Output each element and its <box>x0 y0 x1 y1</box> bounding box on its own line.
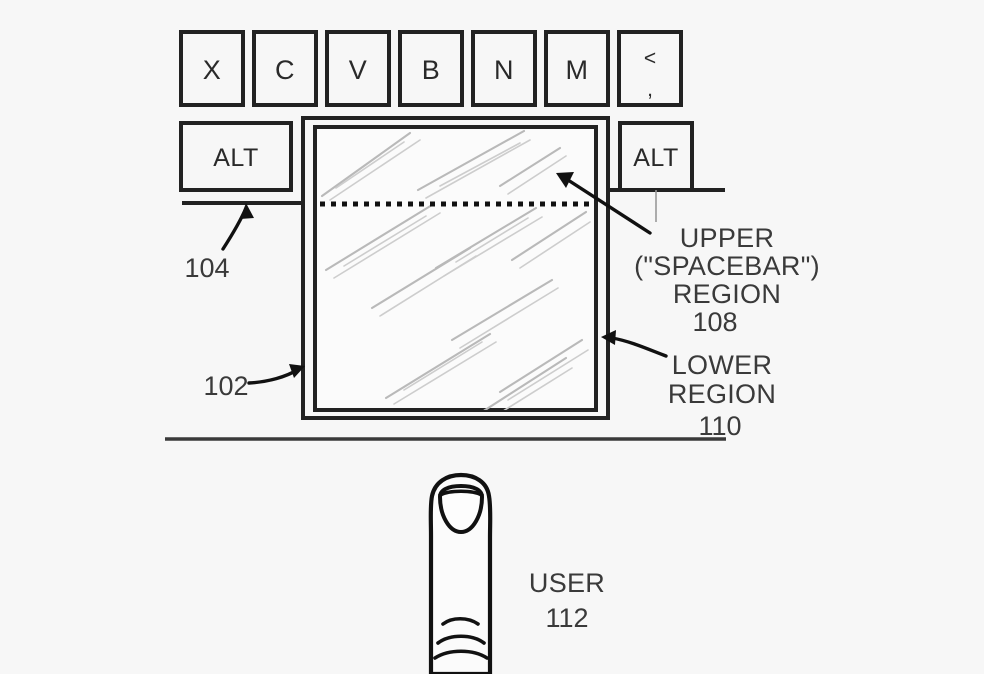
spacebar-trackpad[interactable] <box>301 116 610 420</box>
leader-lower-arrowhead <box>601 330 616 345</box>
ref-label-104: 104 <box>184 253 229 283</box>
upper-region-line-1: UPPER <box>680 223 775 253</box>
key-v-label: V <box>349 55 368 85</box>
finger-crease-3 <box>433 649 489 660</box>
keyboard-top-row: X C V B N M <box>179 30 683 107</box>
fingernail <box>438 484 484 534</box>
key-n-label: N <box>494 55 514 85</box>
key-v-cap[interactable] <box>325 30 391 107</box>
key-comma-label-upper: < <box>644 47 656 70</box>
key-b[interactable]: B <box>398 30 464 107</box>
user-ref-112: 112 <box>545 603 588 633</box>
key-alt-left[interactable]: ALT <box>179 121 293 192</box>
key-x-label: X <box>203 55 222 85</box>
upper-region-ref-108: 108 <box>692 307 737 337</box>
upper-region-line-2: ("SPACEBAR") <box>634 251 820 281</box>
key-b-cap[interactable] <box>398 30 464 107</box>
key-n-cap[interactable] <box>471 30 537 107</box>
key-x[interactable]: X <box>179 30 245 107</box>
leader-104-arrowhead <box>240 203 254 219</box>
key-n[interactable]: N <box>471 30 537 107</box>
key-alt-left-cap[interactable] <box>179 121 293 192</box>
leader-104: 104 <box>184 203 254 283</box>
finger-crease-1 <box>441 616 480 626</box>
keyboard-bottom-row: ALT ALT <box>179 121 694 192</box>
trackpad-hatching <box>320 129 591 410</box>
key-x-cap[interactable] <box>179 30 245 107</box>
key-alt-right-cap[interactable] <box>618 121 694 192</box>
key-m-label: M <box>566 55 589 85</box>
key-comma[interactable]: < , <box>617 30 683 107</box>
leader-102: 102 <box>203 364 305 401</box>
key-alt-left-label: ALT <box>213 144 259 172</box>
key-alt-right-label: ALT <box>633 144 679 172</box>
key-m-cap[interactable] <box>544 30 610 107</box>
finger-crease-2 <box>436 634 486 645</box>
key-v[interactable]: V <box>325 30 391 107</box>
lower-region-annotation: LOWER REGION 110 <box>668 350 776 441</box>
key-b-label: B <box>422 55 441 85</box>
leader-lower-region <box>601 330 668 358</box>
leader-upper-arrowhead <box>556 172 574 188</box>
upper-region-line-3: REGION <box>673 279 781 309</box>
key-m[interactable]: M <box>544 30 610 107</box>
lower-region-line-1: LOWER <box>672 350 773 380</box>
key-alt-right[interactable]: ALT <box>618 121 694 192</box>
key-c-label: C <box>275 55 295 85</box>
key-c[interactable]: C <box>252 30 318 107</box>
lower-region-line-2: REGION <box>668 379 776 409</box>
trackpad-outer-frame <box>301 116 610 420</box>
key-comma-cap[interactable] <box>617 30 683 107</box>
upper-region-annotation: UPPER ("SPACEBAR") REGION 108 <box>634 223 820 337</box>
ref-label-102: 102 <box>203 371 248 401</box>
leader-upper-region <box>556 172 657 235</box>
user-annotation: USER 112 <box>529 568 605 633</box>
fingernail-cuticle <box>438 489 484 497</box>
leader-102-arrowhead <box>289 364 305 378</box>
user-label: USER <box>529 568 605 598</box>
user-finger <box>428 472 493 674</box>
lower-region-ref-110: 110 <box>698 411 741 441</box>
key-c-cap[interactable] <box>252 30 318 107</box>
key-comma-label-lower: , <box>647 78 653 101</box>
